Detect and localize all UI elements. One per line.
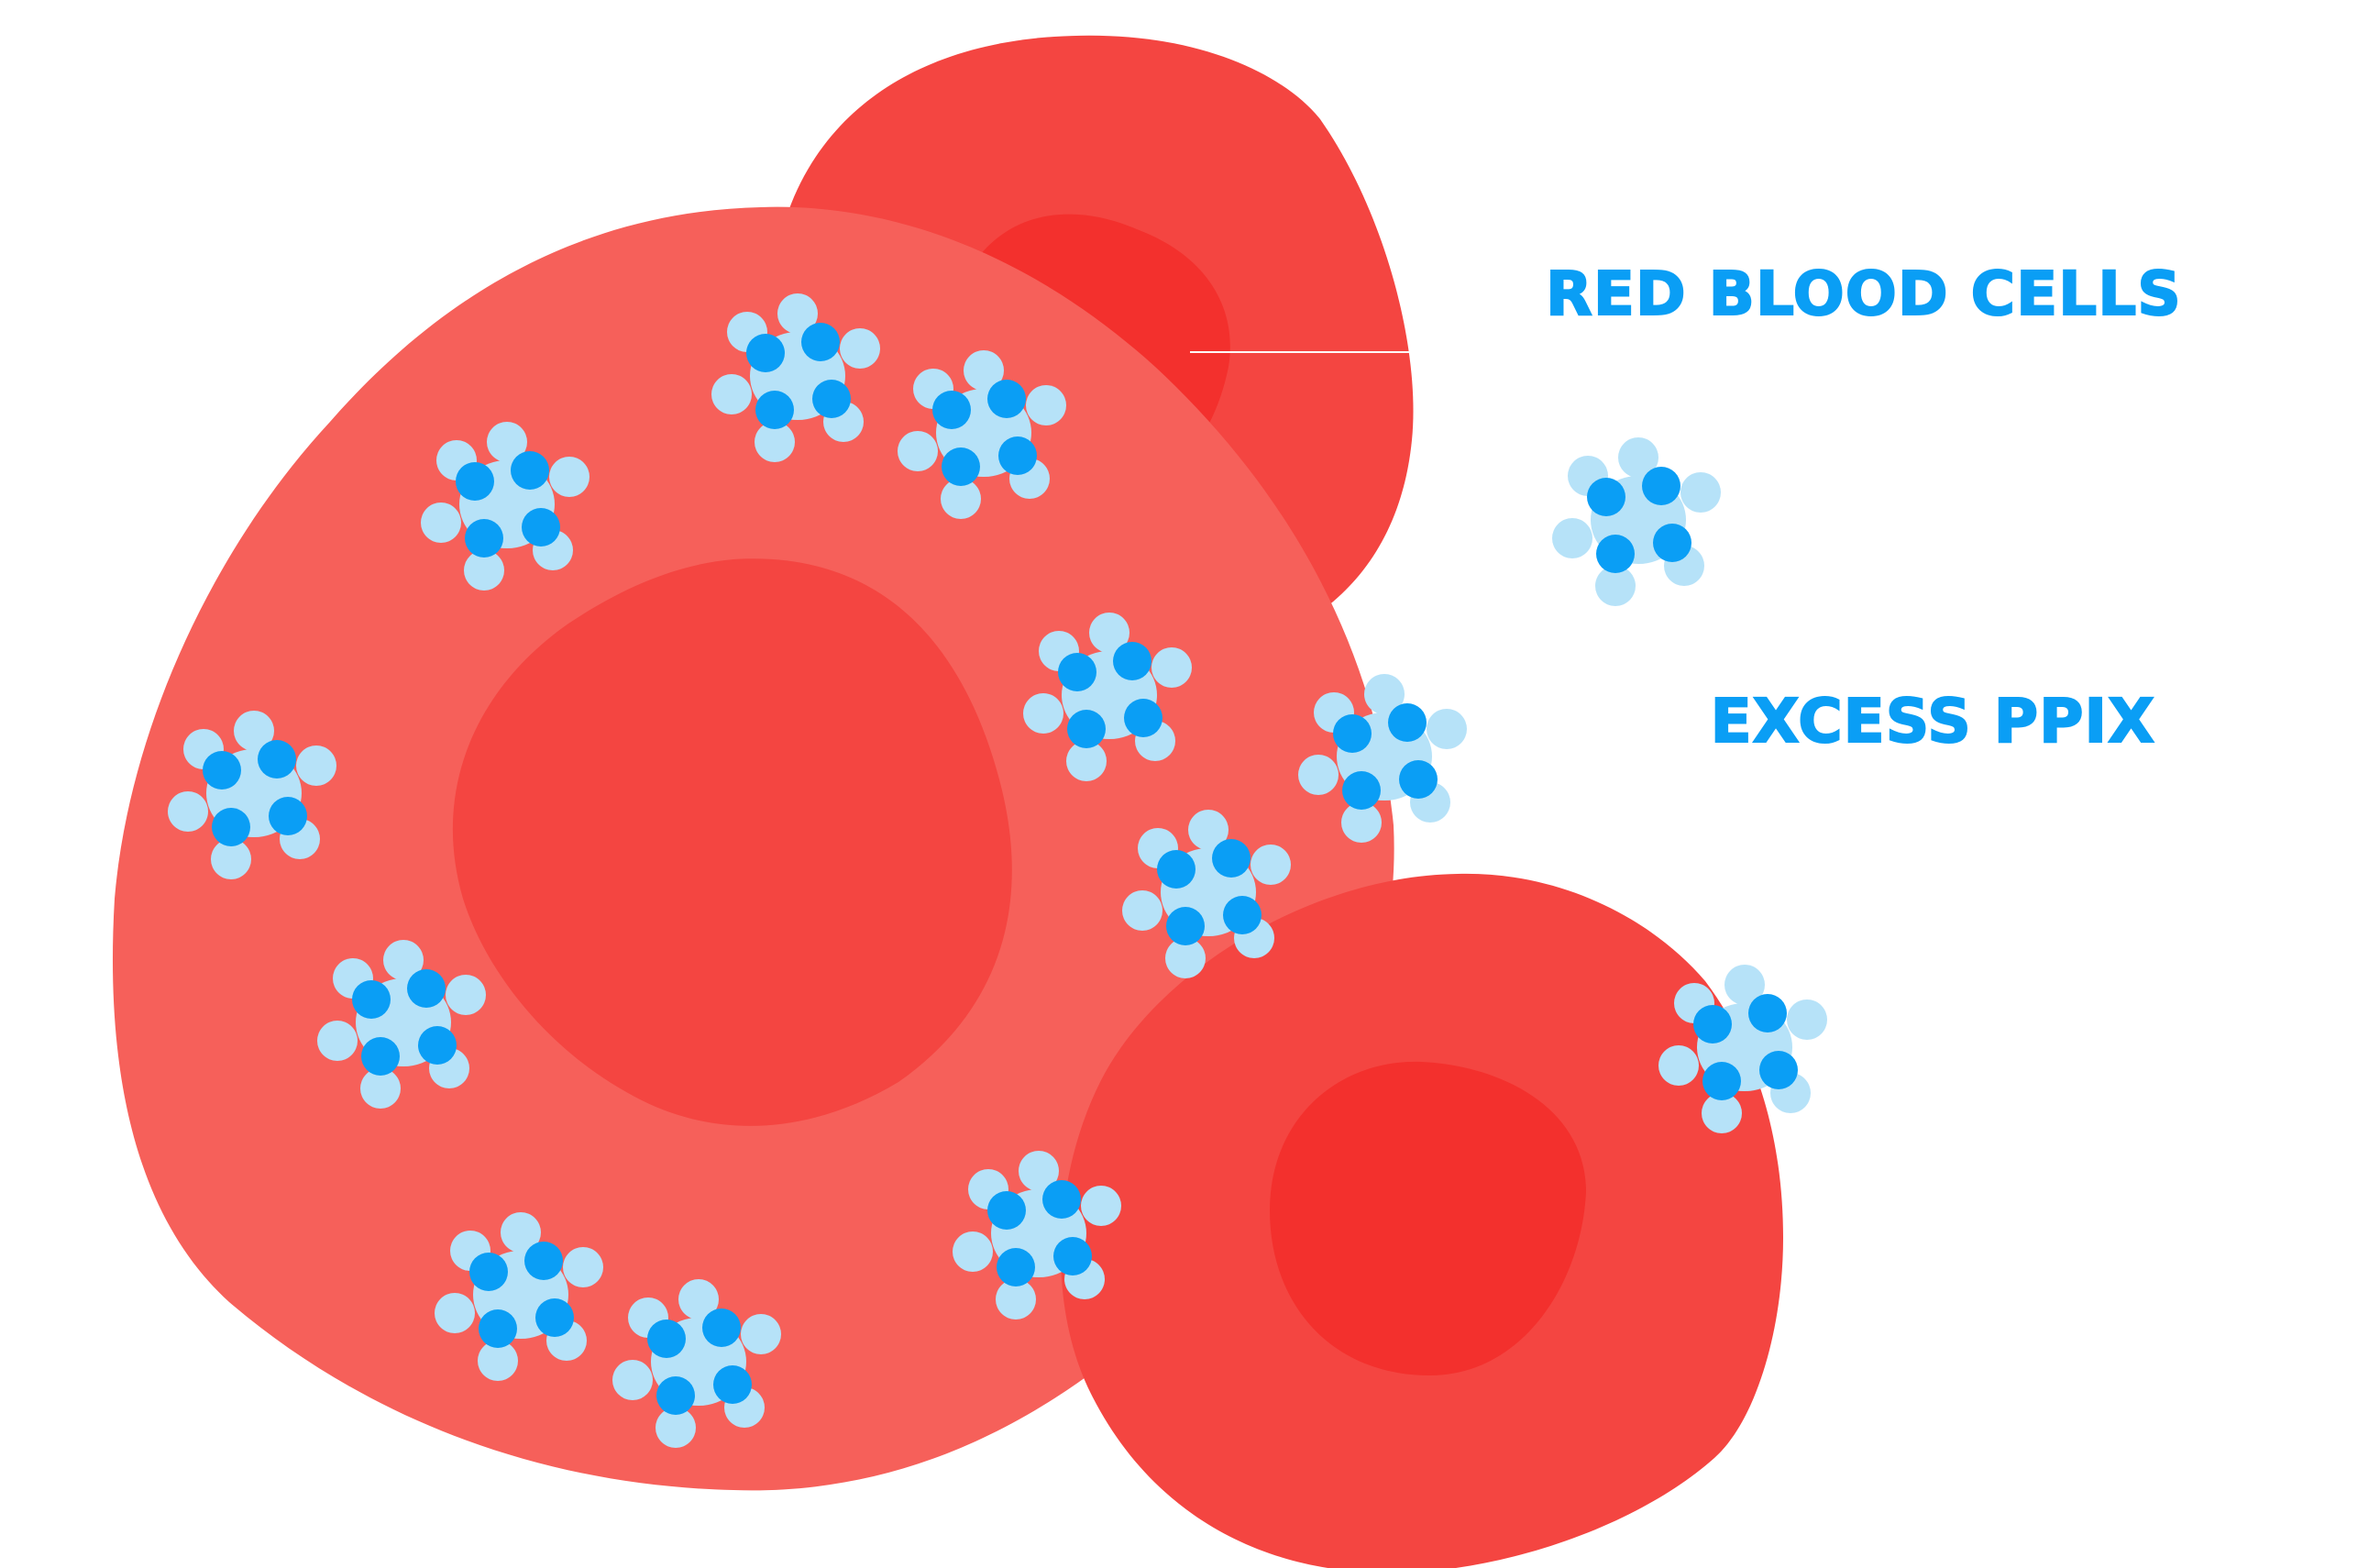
cell-core <box>452 558 1012 1126</box>
excess-ppix-label: EXCESS PPIX <box>1710 685 2155 757</box>
red-blood-cell-lower <box>1061 873 1783 1568</box>
red-blood-cells-label: RED BLOOD CELLS <box>1545 258 2182 330</box>
ppix-molecule-icon <box>1552 437 1721 606</box>
cell-core <box>1270 1061 1586 1375</box>
